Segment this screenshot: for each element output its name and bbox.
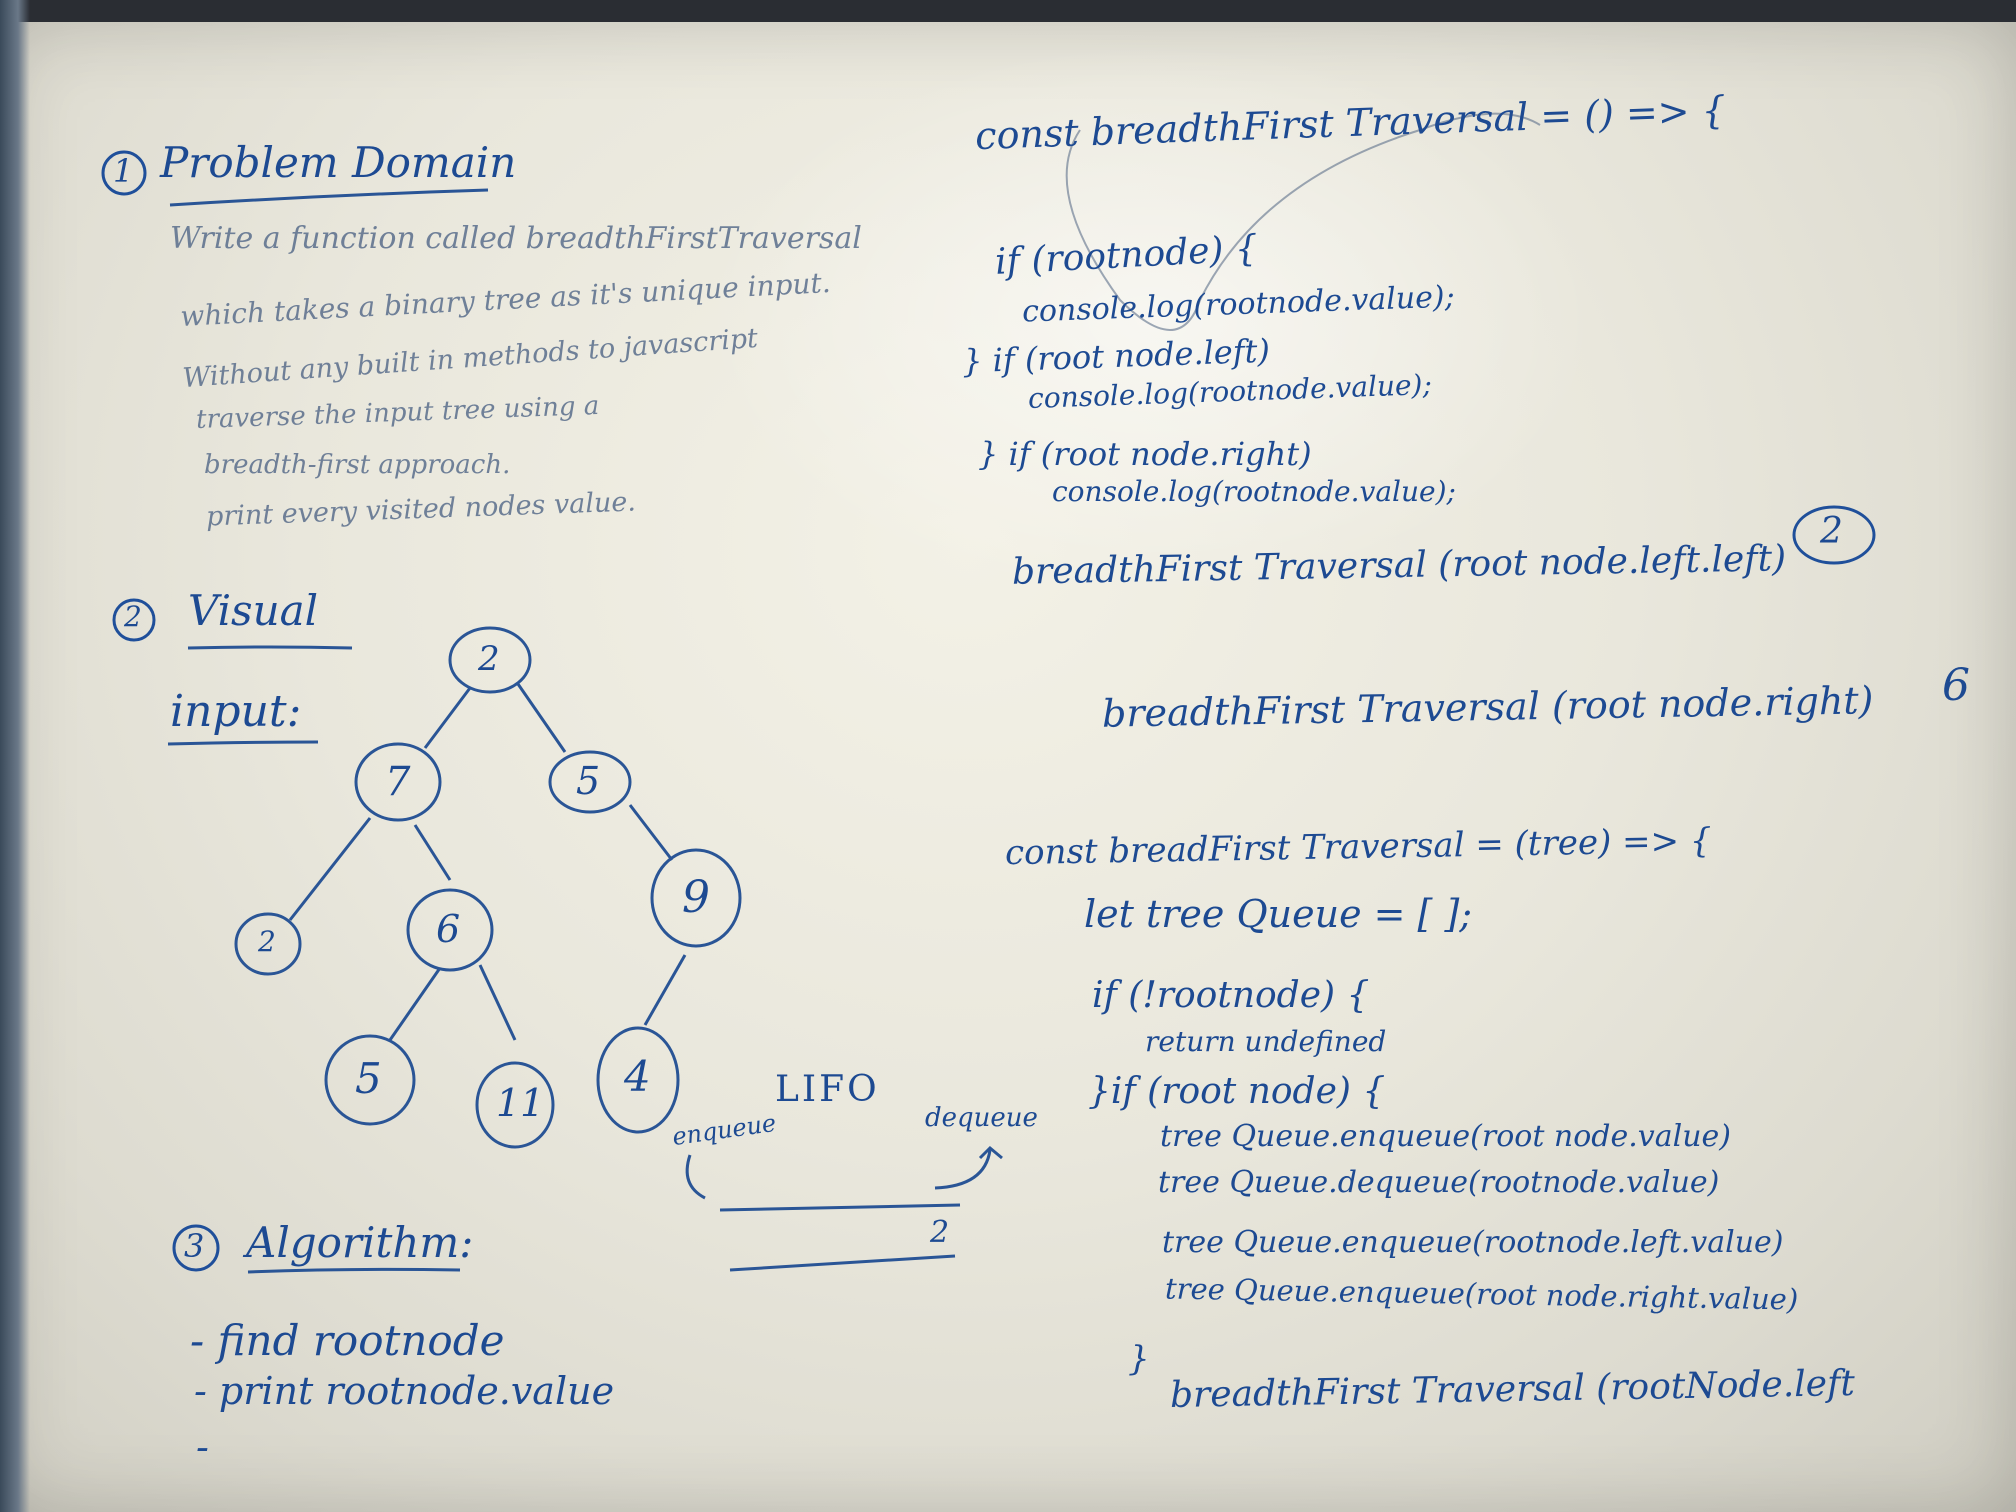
tree-node-9 — [650, 848, 742, 948]
algorithm-heading-underline — [247, 1267, 461, 1274]
code2-line-3: if (!rootnode) { — [1092, 975, 1370, 1016]
tree-node-label-4: 4 — [624, 1052, 651, 1101]
code1-mark-1: 2 — [1820, 511, 1843, 552]
problem-heading: Problem Domain — [160, 138, 517, 187]
tree-node-4 — [596, 1026, 680, 1134]
problem-number: 1 — [113, 152, 134, 190]
visual-heading-underline — [187, 645, 353, 650]
input-label: input: — [170, 686, 302, 737]
code2-line-6: tree Queue.enqueue(root node.value) — [1160, 1119, 1731, 1154]
board-frame-edge — [0, 0, 30, 1512]
tree-node-label-11: 11 — [496, 1081, 545, 1125]
code2-line-2: let tree Queue = [ ]; — [1084, 892, 1473, 936]
algorithm-number-circle — [172, 1224, 220, 1272]
tree-node-7 — [354, 742, 442, 822]
problem-number-circle — [101, 150, 147, 196]
code2-line-5: }if (root node) { — [1088, 1071, 1386, 1112]
tree-nodes — [234, 626, 742, 1149]
tree-node-label-5-right: 5 — [576, 759, 601, 803]
visual-heading: Visual — [188, 586, 319, 635]
tree-node-11 — [475, 1061, 555, 1149]
code1-line-4: } if (root node.left) — [961, 331, 1271, 381]
erased-scribble — [1065, 112, 1541, 331]
algorithm-heading: Algorithm: — [246, 1218, 474, 1267]
tree-edges — [288, 683, 687, 1041]
tree-node-label-6: 6 — [436, 907, 461, 951]
code2-line-7: tree Queue.dequeue(rootnode.value) — [1158, 1165, 1720, 1200]
tree-node-6 — [406, 888, 494, 972]
algorithm-number: 3 — [184, 1227, 205, 1265]
input-underline — [167, 740, 319, 746]
code1-line-7: console.log(rootnode.value); — [1052, 475, 1456, 508]
tree-node-label-9: 9 — [682, 872, 710, 923]
algorithm-step-3: - — [196, 1425, 209, 1469]
problem-line-5: breadth-first approach. — [204, 450, 511, 480]
queue-value: 2 — [930, 1215, 950, 1250]
tree-node-root — [448, 626, 532, 694]
visual-number-circle — [112, 598, 156, 642]
tree-node-label-5-bottom: 5 — [355, 1054, 382, 1103]
problem-line-1: Write a function called breadthFirstTrav… — [170, 221, 862, 256]
code2-line-4: return undefined — [1145, 1025, 1387, 1058]
code2-line-8: tree Queue.enqueue(rootnode.left.value) — [1162, 1225, 1784, 1260]
algorithm-step-1: - find rootnode — [190, 1316, 505, 1365]
code1-line-6: } if (root node.right) — [978, 435, 1312, 473]
tree-node-5-bottom — [324, 1034, 416, 1126]
problem-heading-underline — [169, 188, 489, 207]
tree-node-5-right — [548, 750, 632, 814]
code2-line-10: } — [1128, 1339, 1150, 1379]
tree-node-2-left — [234, 912, 302, 976]
code1-mark-2: 6 — [1942, 660, 1970, 711]
code-mark-circle — [1792, 505, 1876, 565]
algorithm-step-2: - print rootnode.value — [194, 1369, 615, 1413]
tree-node-label-2-left: 2 — [258, 925, 276, 958]
queue-dequeue-label: dequeue — [925, 1103, 1038, 1133]
tree-node-label-7: 7 — [385, 759, 411, 805]
tree-node-label-root: 2 — [478, 639, 500, 679]
visual-number: 2 — [124, 600, 142, 633]
queue-drawing — [685, 1145, 1003, 1272]
queue-title: LIFO — [775, 1069, 880, 1110]
